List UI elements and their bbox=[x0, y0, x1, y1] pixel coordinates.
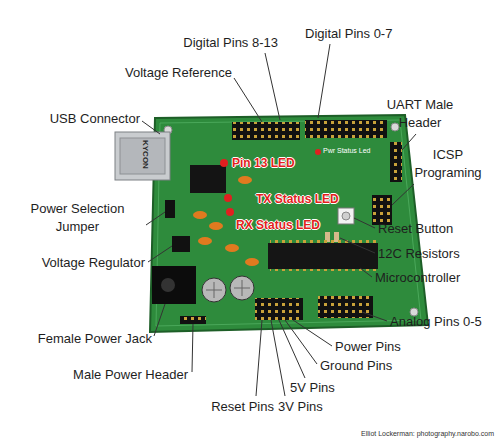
part-label: USB Connector bbox=[20, 110, 140, 128]
part-label: ICSP Programing bbox=[406, 146, 490, 182]
led-label: Pin 13 LED bbox=[232, 156, 322, 170]
header-pins bbox=[372, 195, 392, 225]
part-label: Female Power Jack bbox=[12, 330, 152, 348]
leader-line bbox=[142, 121, 160, 134]
power-header bbox=[180, 316, 206, 324]
capacitor bbox=[245, 258, 259, 266]
led-label: TX Status LED bbox=[256, 192, 356, 206]
electrolytic-capacitor bbox=[230, 276, 254, 300]
leader-line bbox=[285, 320, 317, 364]
part-label: 3V Pins bbox=[278, 398, 338, 416]
leader-line bbox=[279, 320, 305, 378]
power-jumper bbox=[165, 200, 175, 218]
capacitor bbox=[193, 211, 207, 219]
voltage-regulator bbox=[172, 236, 190, 252]
capacitor bbox=[209, 222, 223, 230]
part-label: UART Male Header bbox=[376, 96, 464, 132]
chip-legs bbox=[270, 269, 376, 273]
power-jack bbox=[152, 266, 196, 304]
usb-chip bbox=[190, 165, 226, 193]
led bbox=[220, 159, 228, 167]
header-pins bbox=[305, 120, 387, 138]
reset-button bbox=[338, 208, 354, 224]
power-pin-header bbox=[255, 298, 303, 320]
electrolytic-capacitor bbox=[202, 278, 226, 302]
cap-vent bbox=[234, 280, 250, 296]
leader-line bbox=[265, 53, 280, 120]
header-pins bbox=[255, 298, 303, 320]
chip-legs bbox=[270, 239, 376, 243]
leader-line bbox=[318, 44, 330, 118]
silkscreen-text: Pwr Status Led bbox=[323, 146, 383, 155]
leader-line bbox=[340, 238, 375, 253]
leader-line bbox=[192, 324, 193, 372]
leader-line bbox=[146, 212, 165, 225]
leader-line bbox=[362, 312, 387, 321]
leader-line bbox=[360, 268, 372, 277]
part-label: Analog Pins 0-5 bbox=[390, 313, 496, 331]
part-label: Voltage Regulator bbox=[18, 254, 145, 272]
led bbox=[224, 194, 232, 202]
button-cap bbox=[342, 212, 350, 220]
leader-line bbox=[148, 246, 172, 262]
capacitor bbox=[225, 244, 239, 252]
cap-vent bbox=[206, 282, 222, 298]
leader-line bbox=[392, 184, 414, 205]
leader-line bbox=[402, 134, 416, 150]
photo-credit: Elliot Lockerman: photography.narobo.com bbox=[326, 429, 494, 439]
part-label: Power Pins bbox=[335, 338, 425, 356]
capacitor bbox=[238, 176, 252, 184]
icsp-header bbox=[372, 195, 392, 225]
part-label: Voltage Reference bbox=[90, 64, 232, 82]
part-label: Power Selection Jumper bbox=[10, 200, 145, 236]
mount-hole bbox=[391, 123, 399, 131]
part-label: Microcontroller bbox=[375, 269, 490, 287]
leader-line bbox=[354, 218, 375, 228]
leader-line bbox=[293, 320, 332, 346]
header-pins bbox=[232, 122, 300, 140]
header-pins bbox=[180, 316, 206, 324]
analog-pin-header bbox=[318, 296, 373, 318]
brand-marking: KYCON bbox=[140, 140, 150, 169]
jack-hole bbox=[161, 278, 175, 292]
leader-line bbox=[234, 78, 262, 122]
part-label: Digital Pins 0-7 bbox=[305, 25, 425, 43]
usb-shell bbox=[120, 138, 165, 174]
leader-line bbox=[256, 320, 262, 396]
header-pins bbox=[318, 296, 373, 318]
leader-line bbox=[154, 304, 165, 336]
part-label: Male Power Header bbox=[40, 366, 188, 384]
leader-line bbox=[271, 320, 285, 396]
part-label: Reset Button bbox=[378, 220, 483, 238]
uart-header bbox=[390, 142, 402, 182]
capacitor bbox=[198, 237, 212, 245]
led bbox=[315, 149, 321, 155]
part-label: Ground Pins bbox=[320, 357, 410, 375]
header-pins bbox=[390, 142, 402, 182]
part-label: 5V Pins bbox=[290, 379, 350, 397]
usb-connector bbox=[115, 132, 170, 180]
pin-header bbox=[232, 122, 300, 140]
led-label: RX Status LED bbox=[236, 218, 336, 232]
led bbox=[226, 208, 234, 216]
part-label: Reset Pins bbox=[196, 398, 274, 416]
part-label: Digital Pins 8-13 bbox=[150, 34, 278, 52]
pin-header bbox=[305, 120, 387, 138]
part-label: 12C Resistors bbox=[378, 245, 483, 263]
